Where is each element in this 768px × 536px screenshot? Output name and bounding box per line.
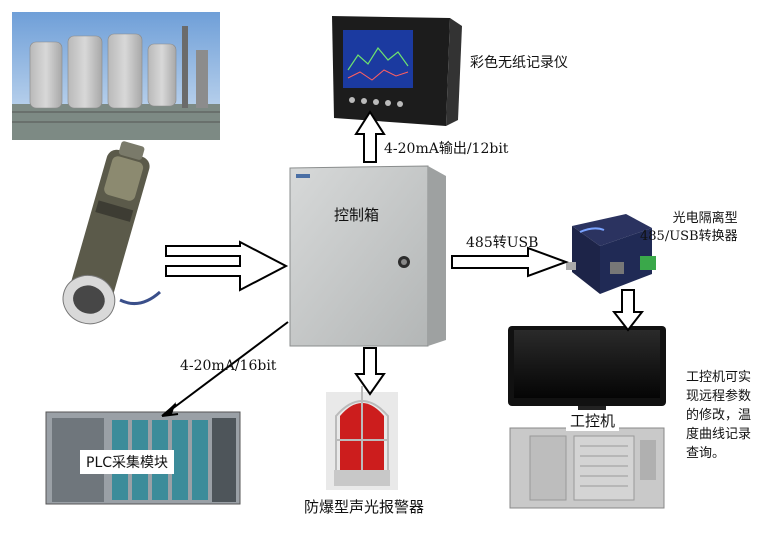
line-cabinet-to-plc [167,321,289,413]
ipc-label: 工控机 [566,410,620,431]
arrow-converter-to-monitor [611,289,645,332]
converter-label: 光电隔离型 485/USB转换器 [640,211,738,244]
edge-plc-label: 4-20mA/16bit [180,358,277,374]
edge-converter-label: 485转USB [466,235,539,251]
monitor-photo [508,326,666,412]
temperature-probe-photo [62,141,162,325]
arrow-cabinet-to-recorder [354,110,386,163]
alarm-beacon-photo [326,386,398,490]
industrial-plant-photo [12,12,220,140]
control-cabinet-photo [289,165,446,347]
alarm-label: 防爆型声光报警器 [304,498,425,516]
edge-recorder-label: 4-20mA输出/12bit [384,141,509,157]
plc-module-photo [45,411,241,505]
control-box-label: 控制箱 [334,206,380,224]
arrow-cabinet-to-converter [451,246,569,278]
plc-label: PLC采集模块 [80,450,175,474]
industrial-pc-photo [509,427,665,509]
recorder-label: 彩色无纸记录仪 [470,55,568,71]
converter-photo [566,214,656,294]
arrow-probe-to-cabinet [165,240,289,292]
arrow-cabinet-to-alarm [354,347,386,396]
paperless-recorder-photo [332,16,462,126]
ipc-note: 工控机可实 现远程参数 的修改，温 度曲线记录 查询。 [686,370,752,461]
